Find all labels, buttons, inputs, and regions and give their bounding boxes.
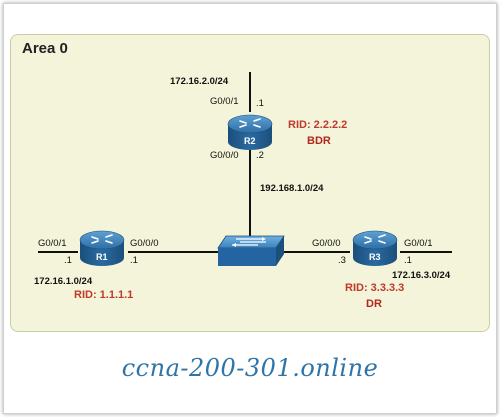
r3-left-interface: G0/0/0 [312, 238, 341, 249]
r2-top-interface: G0/0/1 [210, 96, 239, 107]
r2-bottom-host: .2 [256, 150, 264, 161]
r2-top-network: 172.16.2.0/24 [170, 76, 229, 87]
r1-router-id: RID: 1.1.1.1 [74, 289, 134, 301]
router-r3-icon [352, 230, 398, 266]
r3-name: R3 [369, 252, 381, 262]
r1-left-host: .1 [64, 255, 72, 266]
site-url: ccna-200-301.online [121, 354, 379, 382]
r2-router-id: RID: 2.2.2.2 [288, 119, 348, 131]
r1-name: R1 [96, 252, 108, 262]
router-r1-icon [79, 230, 125, 266]
r3-router-id: RID: 3.3.3.3 [345, 282, 405, 294]
r1-left-interface: G0/0/1 [38, 238, 67, 249]
r3-role: DR [366, 298, 382, 310]
r3-right-interface: G0/0/1 [404, 238, 433, 249]
router-r2-icon [227, 114, 273, 150]
r1-right-interface: G0/0/0 [130, 238, 159, 249]
r1-right-host: .1 [130, 255, 138, 266]
r3-left-host: .3 [338, 255, 346, 266]
r1-network: 172.16.1.0/24 [34, 276, 93, 287]
switch-icon [217, 235, 285, 266]
r2-name: R2 [244, 136, 256, 146]
r3-network: 172.16.3.0/24 [392, 270, 451, 281]
r2-top-host: .1 [256, 98, 264, 109]
r2-role: BDR [307, 135, 331, 147]
r2-bottom-interface: G0/0/0 [210, 150, 239, 161]
lan-network: 192.168.1.0/24 [260, 183, 324, 194]
area-title: Area 0 [22, 40, 68, 57]
r3-right-host: .1 [404, 255, 412, 266]
